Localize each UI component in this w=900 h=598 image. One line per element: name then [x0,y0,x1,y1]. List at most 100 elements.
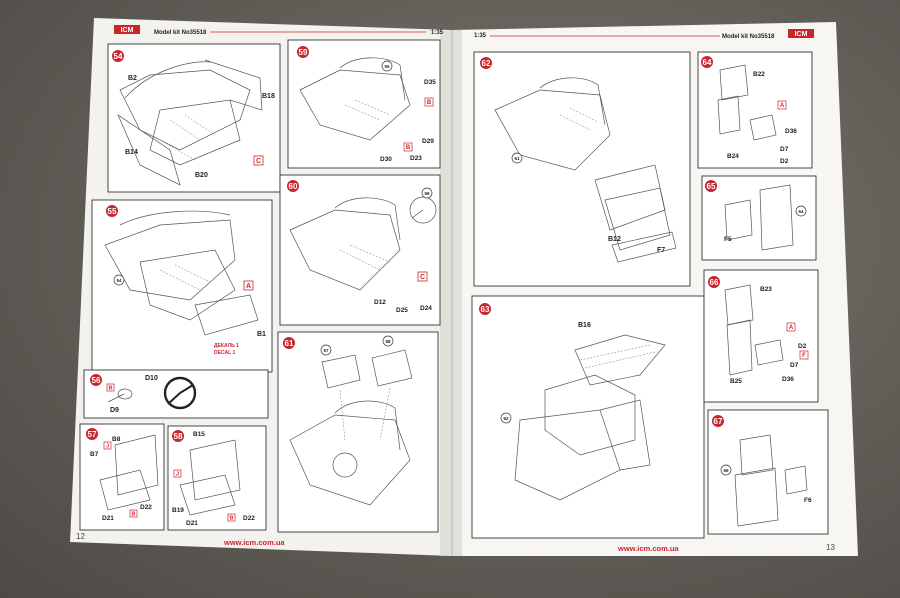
step-59-label-d35: D35 [424,79,436,86]
booklet-spine [440,30,462,556]
left-brand-logo: ICM [121,27,134,34]
step-57-label-d21: D21 [102,515,114,522]
step-66-marker-a: A [789,325,794,331]
step-66-number: 66 [710,278,719,287]
left-header: ICM Model kit No35518 1:35 [114,25,444,36]
step-58-panel: 58 B15 B19 D21 D22 J B [167,425,267,531]
left-url: www.icm.com.ua [223,538,285,547]
step-60-marker-c: C [420,274,425,281]
step-63-panel: 63 62 B16 [471,295,705,539]
right-brand-logo: ICM [795,31,808,38]
step-59-panel: 59 55 D35 B D29 B D30 D23 [287,39,441,169]
step-55-marker-a: A [246,283,251,290]
step-67-number: 67 [714,417,723,426]
step-54-label-b18: B18 [262,93,275,100]
step-59-callout-55: 55 [384,64,390,69]
step-60-callout-56: 56 [424,191,430,196]
step-60-label-d24: D24 [420,305,432,312]
step-60-label-d25: D25 [396,307,408,314]
step-60-number: 60 [289,182,298,191]
step-56-marker-b: B [109,386,113,392]
left-scale: 1:35 [431,30,444,36]
step-59-label-d29: D29 [422,138,434,145]
right-kit-label: Model kit No35518 [722,34,775,40]
step-58-label-d21: D21 [186,520,198,527]
step-54-label-b2: B2 [128,75,137,82]
step-54-label-b20: B20 [195,172,208,179]
step-59-number: 59 [299,48,308,57]
step-54-marker-c: C [256,158,261,165]
step-64-label-b24: B24 [727,153,739,160]
step-57-label-b7: B7 [90,451,99,458]
step-59-marker-b2: B [406,145,411,151]
step-62-panel: 62 61 B12 F7 [473,51,691,287]
step-55-number: 55 [108,207,117,216]
step-65-number: 65 [707,182,716,191]
step-66-label-b23: B23 [760,286,772,293]
step-59-marker-b1: B [427,100,432,106]
step-57-label-d22: D22 [140,504,152,511]
step-61-number: 61 [285,339,294,348]
step-55-label-b1: B1 [257,331,266,338]
step-67-panel: 67 66 F6 [707,409,829,535]
step-64-panel: 64 B22 A D36 D7 B24 D2 [697,51,813,169]
step-55-panel: 55 54 A B1 ДЕКАЛЬ 1 DECAL 1 [91,199,273,373]
step-65-callout-64: 64 [798,209,804,214]
step-65-panel: 65 64 F5 [701,175,817,261]
step-64-label-b22: B22 [753,71,765,78]
step-59-label-d23: D23 [410,155,422,162]
step-59-label-d30: D30 [380,156,392,163]
step-64-label-d36: D36 [785,128,797,135]
step-55-decal-en: DECAL 1 [214,350,236,356]
step-57-panel: 57 B8 B7 D22 D21 J B [79,423,165,531]
step-61-callout-57: 57 [323,348,329,353]
step-67-callout-66: 66 [723,468,729,473]
right-header: 1:35 Model kit No35518 ICM [474,29,814,40]
step-64-marker-a: A [780,103,785,109]
step-65-label-f5: F5 [724,236,732,243]
step-64-label-d7: D7 [780,146,789,153]
step-57-number: 57 [88,430,97,439]
step-56-number: 56 [92,376,101,385]
left-kit-label: Model kit No35518 [154,30,207,36]
step-54-panel: 54 B2 B18 B14 B20 C [107,43,281,193]
step-58-marker-b: B [230,516,234,522]
step-57-marker-b: B [132,512,136,518]
step-60-label-d12: D12 [374,299,386,306]
step-57-marker-j: J [106,444,109,450]
step-54-number: 54 [114,52,123,61]
step-61-panel: 61 57 58 [277,331,439,533]
step-58-label-d22: D22 [243,515,255,522]
step-58-label-b19: B19 [172,507,184,514]
step-63-label-b16: B16 [578,322,591,329]
step-66-panel: 66 B23 A D2 F D7 B25 D36 [703,269,819,403]
step-62-callout-61: 61 [514,156,520,161]
step-66-label-d36: D36 [782,376,794,383]
step-64-number: 64 [703,58,712,67]
step-56-label-d10: D10 [145,375,158,382]
step-55-callout-54: 54 [116,278,122,283]
step-55-decal-ru: ДЕКАЛЬ 1 [214,343,239,349]
step-66-label-d2: D2 [798,343,807,350]
left-page-number: 12 [76,532,85,541]
step-61-callout-58: 58 [385,339,391,344]
step-62-label-f7: F7 [657,247,665,254]
step-66-marker-f: F [802,353,806,359]
step-62-label-b12: B12 [608,236,621,243]
step-64-label-d2: D2 [780,158,789,165]
step-57-label-b8: B8 [112,436,121,443]
step-63-number: 63 [481,305,490,314]
right-page-number: 13 [826,543,835,552]
step-58-number: 58 [174,432,183,441]
step-67-label-f6: F6 [804,497,812,504]
step-54-label-b14: B14 [125,149,138,156]
step-66-label-d7: D7 [790,362,799,369]
right-url: www.icm.com.ua [617,544,679,553]
step-56-label-d9: D9 [110,407,119,414]
step-66-label-b25: B25 [730,378,742,385]
step-63-callout-62: 62 [503,416,509,421]
right-scale: 1:35 [474,33,487,39]
step-58-label-b15: B15 [193,431,205,438]
step-62-number: 62 [482,59,491,68]
